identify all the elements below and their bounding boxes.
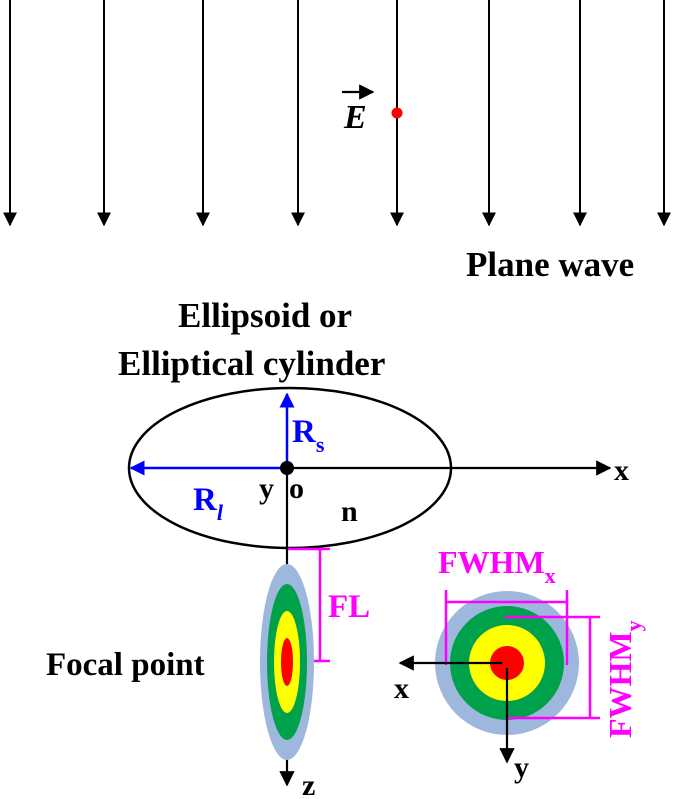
short-radius-label: Rs [292,414,325,457]
plane-wave-arrows [3,0,671,227]
cross-section-x-label: x [394,672,409,705]
refractive-index-label: n [341,495,358,528]
focal-point-label: Focal point [46,647,205,683]
fwhm-y-label: FWHMy [602,620,646,738]
electric-field-symbol: E [343,99,367,136]
origin-label: o [289,472,304,505]
fwhm-dimension-marks [444,590,600,720]
electric-field-label: E [342,84,375,136]
fwhm-x-label: FWHMx [438,544,556,588]
cross-section-y-label: y [514,751,529,784]
focal-spot-side-view [260,564,314,760]
cross-section-center [502,658,512,668]
z-axis-label: z [302,769,315,799]
y-axis-label: y [259,472,274,505]
long-radius-label: Rl [193,482,224,525]
lens-title-line2: Elliptical cylinder [118,344,385,383]
plane-wave-label: Plane wave [466,245,634,284]
lens-title-line1: Ellipsoid or [178,296,352,335]
field-polarization-dot [391,107,403,119]
x-axis-label: x [614,454,629,487]
focal-length-label: FL [328,589,370,625]
origin-point [280,461,294,475]
